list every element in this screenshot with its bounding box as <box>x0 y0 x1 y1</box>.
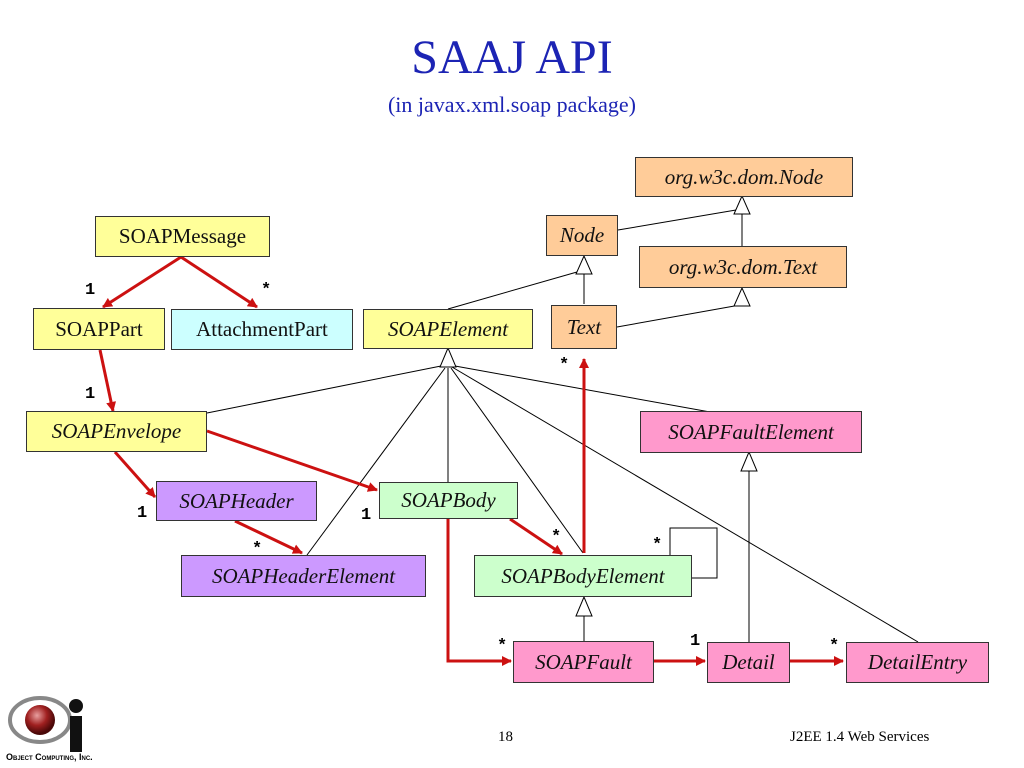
class-label: org.w3c.dom.Node <box>664 164 824 189</box>
multiplicity-label: * <box>252 540 263 559</box>
class-dom-node: org.w3c.dom.Node <box>635 157 853 197</box>
class-dom-text: org.w3c.dom.Text <box>639 246 847 288</box>
class-label: DetailEntry <box>867 650 968 674</box>
inheritance-lines <box>206 209 919 643</box>
class-detail: Detail <box>707 642 790 683</box>
class-label: SOAPHeaderElement <box>211 563 396 588</box>
class-soap-fault: SOAPFault <box>513 641 654 683</box>
class-label: Node <box>559 223 605 247</box>
multiplicity-label: * <box>497 637 508 656</box>
page-subtitle: (in javax.xml.soap package) <box>387 92 636 117</box>
multiplicity-label: * <box>652 536 663 555</box>
class-label: SOAPFaultElement <box>668 419 834 444</box>
class-node: Node <box>546 215 618 256</box>
class-soap-part: SOAPPart <box>33 308 165 350</box>
class-detail-entry: DetailEntry <box>846 642 989 683</box>
multiplicity-label: * <box>261 281 272 300</box>
inheritance-arrowheads <box>439 194 758 617</box>
multiplicity-label: 1 <box>85 385 96 404</box>
class-soap-body: SOAPBody <box>379 482 518 519</box>
multiplicity-label: 1 <box>85 281 96 300</box>
page-title: SAAJ API <box>411 31 613 84</box>
class-soap-message: SOAPMessage <box>95 216 270 257</box>
class-label: SOAPEnvelope <box>51 419 182 443</box>
class-label: SOAPPart <box>55 316 143 341</box>
composition-lines <box>98 255 844 666</box>
multiplicity-label: * <box>551 528 562 547</box>
page-number: 18 <box>498 729 513 745</box>
class-soap-element: SOAPElement <box>363 309 533 349</box>
course-title: J2EE 1.4 Web Services <box>790 729 930 745</box>
class-label: SOAPFault <box>535 649 632 674</box>
class-label: AttachmentPart <box>196 317 328 341</box>
multiplicity-label: 1 <box>690 632 701 651</box>
class-label: org.w3c.dom.Text <box>668 254 818 279</box>
class-soap-envelope: SOAPEnvelope <box>26 411 207 452</box>
oci-logo <box>8 696 83 752</box>
class-label: Detail <box>722 650 775 674</box>
class-soap-body-element: SOAPBodyElement <box>474 555 692 597</box>
logo-text: Object Computing, Inc. <box>6 752 93 762</box>
class-label: SOAPBodyElement <box>501 563 665 588</box>
multiplicity-label: * <box>829 637 840 656</box>
class-label: SOAPHeader <box>179 488 294 513</box>
class-attachment-part: AttachmentPart <box>171 309 353 350</box>
self-association-line <box>669 527 718 579</box>
class-text: Text <box>551 305 617 349</box>
class-soap-fault-element: SOAPFaultElement <box>640 411 862 453</box>
class-soap-header: SOAPHeader <box>156 481 317 521</box>
multiplicity-label: 1 <box>361 506 372 525</box>
multiplicity-label: 1 <box>137 504 148 523</box>
class-label: Text <box>566 314 602 339</box>
class-label: SOAPBody <box>401 488 496 512</box>
class-soap-header-element: SOAPHeaderElement <box>181 555 426 597</box>
multiplicity-label: * <box>559 356 570 375</box>
class-label: SOAPElement <box>387 316 509 341</box>
class-label: SOAPMessage <box>118 224 247 248</box>
